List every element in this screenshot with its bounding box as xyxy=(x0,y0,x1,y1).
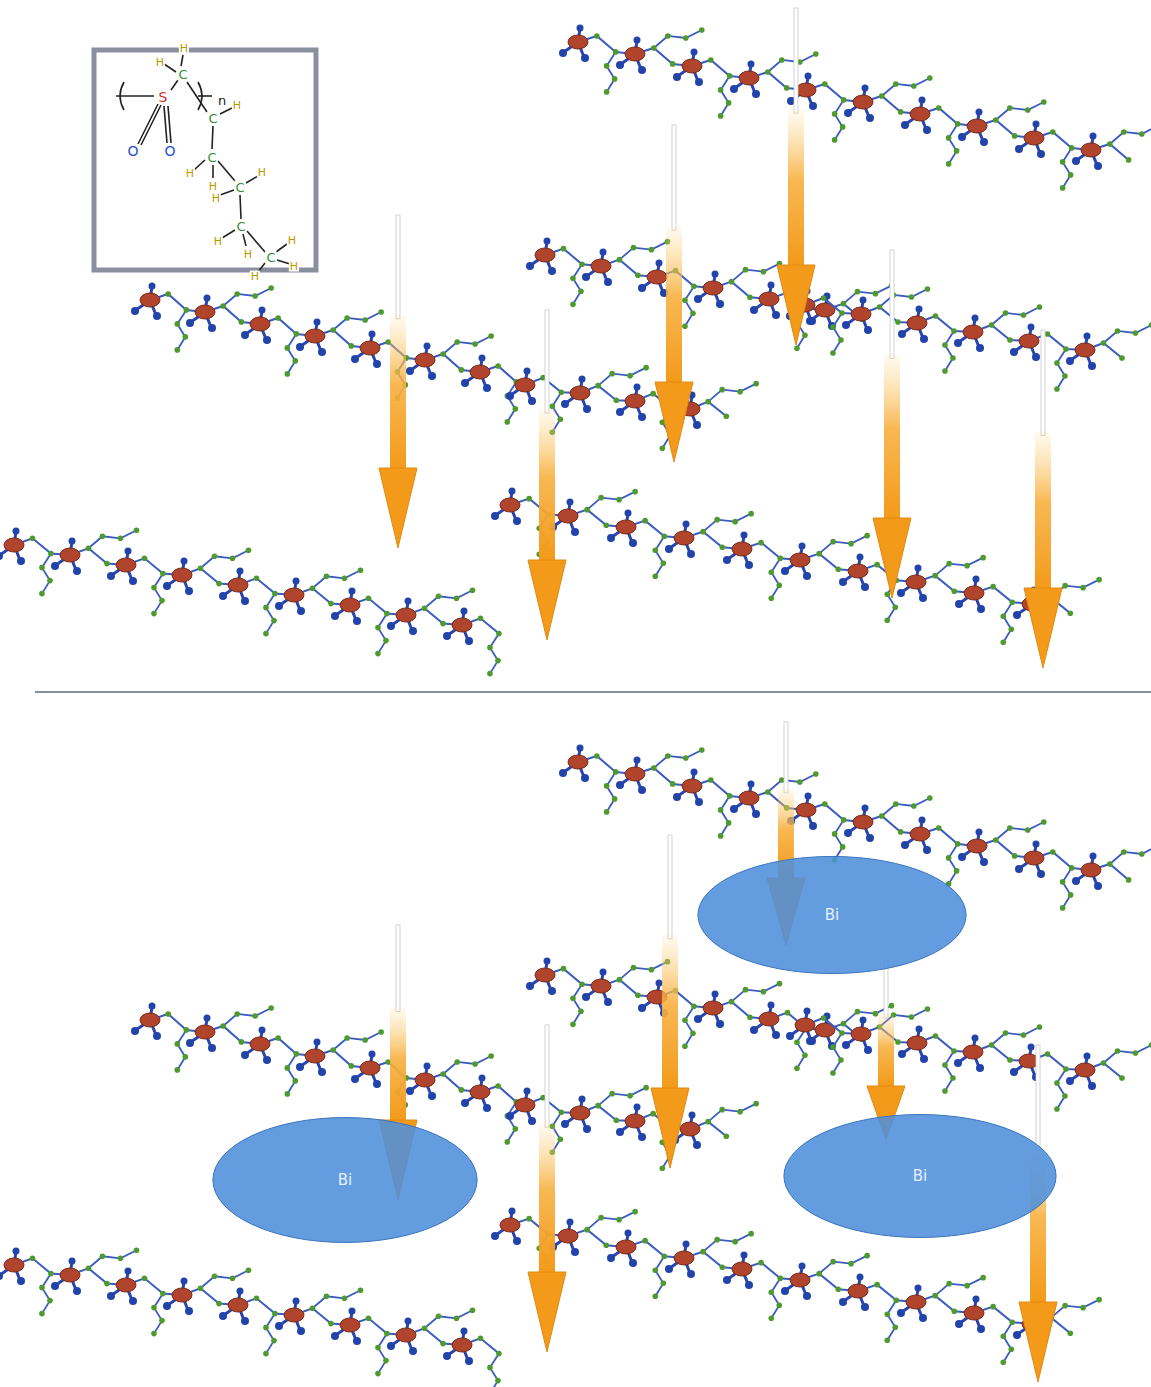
element-label: Bi xyxy=(338,1171,352,1189)
atom-label: H xyxy=(287,235,297,246)
bismuth-particle: Bi xyxy=(782,1113,1058,1239)
polymer-chain xyxy=(0,528,502,677)
atom-label: C xyxy=(235,220,246,233)
polymer-chain xyxy=(786,286,1151,392)
atom-label: H xyxy=(208,181,218,192)
atom-label: H xyxy=(257,167,267,178)
divider xyxy=(35,691,1151,693)
beam-arrow xyxy=(528,1025,566,1352)
structure-bonds xyxy=(116,55,290,272)
beam-arrow xyxy=(655,125,693,462)
polymer-chain xyxy=(491,488,1102,646)
polymer-chain xyxy=(131,283,519,425)
element-label: Bi xyxy=(913,1167,927,1185)
polymer-chain xyxy=(0,1248,502,1387)
bismuth-particle: Bi xyxy=(211,1116,479,1244)
atom-label: H xyxy=(185,168,195,179)
beam-arrow xyxy=(651,835,689,1168)
atom-label: C xyxy=(207,112,218,125)
polymer-chain xyxy=(786,1006,1151,1112)
inset-box xyxy=(94,50,316,270)
beam-arrow xyxy=(873,250,911,598)
atom-label: H xyxy=(250,271,260,282)
element-label: Bi xyxy=(825,906,839,924)
atom-label: C xyxy=(177,68,188,81)
polymer-chain xyxy=(526,238,894,352)
atom-label: H xyxy=(155,57,165,68)
atom-label: H xyxy=(179,43,189,54)
atom-label: H xyxy=(211,193,221,204)
atom-label: H xyxy=(232,100,242,111)
atom-label: S xyxy=(158,90,169,104)
atom-label: n xyxy=(217,94,227,107)
beam-arrow xyxy=(379,215,417,548)
beam-arrow xyxy=(528,310,566,640)
atom-label: C xyxy=(206,151,217,164)
atom-label: H xyxy=(213,236,223,247)
atom-label: H xyxy=(243,249,253,260)
atom-label: O xyxy=(126,144,139,158)
atom-label: C xyxy=(265,251,276,264)
polymer-chain xyxy=(491,1208,1102,1366)
atom-label: H xyxy=(289,261,299,272)
atom-label: C xyxy=(234,181,245,194)
polymer-chain xyxy=(526,958,894,1072)
beam-arrow xyxy=(1024,330,1062,668)
bismuth-particle: Bi xyxy=(696,855,968,975)
polymer-chain xyxy=(559,25,1151,191)
atom-label: O xyxy=(163,144,176,158)
beam-arrow xyxy=(867,960,905,1140)
beam-arrow xyxy=(777,8,815,345)
